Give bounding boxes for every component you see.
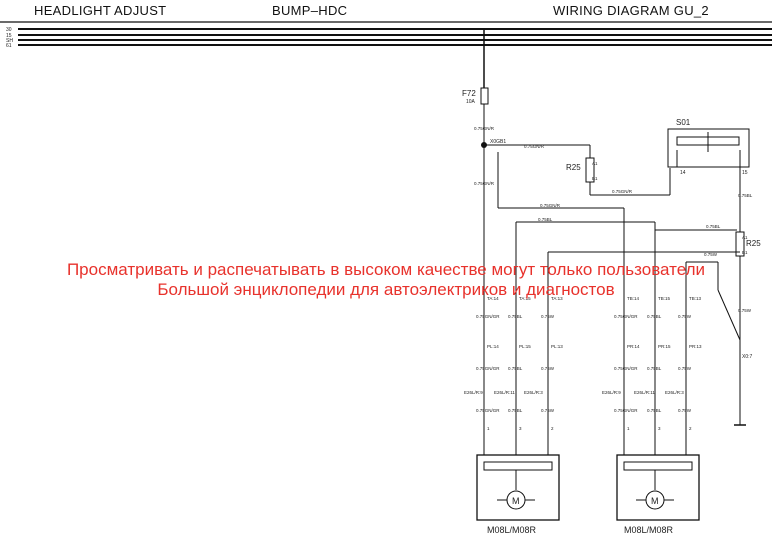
left-motor-letter: M (512, 496, 520, 506)
left-conn-mid-2: PL:15 (519, 344, 531, 349)
resistor-right-name: R25 (746, 239, 761, 248)
wire-label-w9: 0.75W (704, 252, 718, 257)
header-title-right: WIRING DIAGRAM GU_2 (553, 3, 709, 18)
wire-label-w10: 0.75W (738, 308, 752, 313)
right-wire-a-1: 0.75GN/GR (614, 314, 638, 319)
left-conn-top-2: TA:15 (519, 296, 531, 301)
resistor-left-pin-top: A1 (592, 161, 598, 166)
right-conn-mid-2: PR:15 (658, 344, 671, 349)
left-conn-mid-1: PL:14 (487, 344, 499, 349)
wire-label-w2: 0.75GN/R (524, 144, 545, 149)
right-pin-3: 2 (689, 426, 692, 431)
left-wire-c-1: 0.75GN/GR (476, 408, 500, 413)
left-pin-2: 3 (519, 426, 522, 431)
left-conn-bot-3: E26L/R:3 (524, 390, 543, 395)
wire-label-w7: 0.75BL (706, 224, 721, 229)
bus-label-30: 30 (6, 27, 12, 33)
right-wire-b-1: 0.75GN/GR (614, 366, 638, 371)
left-wire-b-2: 0.75BL (508, 366, 523, 371)
right-conn-bot-2: E26L/R:11 (634, 390, 655, 395)
resistor-right-pin-bottom: B1 (742, 250, 748, 255)
header-title-left: HEADLIGHT ADJUST (34, 3, 167, 18)
fuse-name: F72 (462, 89, 476, 98)
left-pin-3: 2 (551, 426, 554, 431)
left-conn-top-1: TA:14 (487, 296, 499, 301)
left-conn-top-3: TA:13 (551, 296, 563, 301)
left-wire-b-3: 0.75W (541, 366, 555, 371)
bus-label-15: 15 (6, 33, 12, 39)
left-conn-mid-3: PL:13 (551, 344, 563, 349)
left-motor-pot (483, 461, 553, 471)
left-wire-a-3: 0.75W (541, 314, 555, 319)
left-wire-c-3: 0.75W (541, 408, 555, 413)
right-motor-letter: M (651, 496, 659, 506)
right-conn-top-3: TB:13 (689, 296, 702, 301)
right-conn-mid-3: PR:13 (689, 344, 702, 349)
right-conn-bot-1: E26L/R:9 (602, 390, 621, 395)
wire-w-to-ground (717, 289, 741, 341)
switch-name: S01 (676, 118, 691, 127)
right-wire-a-3: 0.75W (678, 314, 692, 319)
bus-label-sh: SH (6, 38, 13, 44)
wire-label-w8: 0.75BL (738, 193, 753, 198)
left-wire-a-2: 0.75BL (508, 314, 523, 319)
right-wire-c-3: 0.75W (678, 408, 692, 413)
splice-name: X0GB1 (490, 139, 506, 145)
ground-label: X0:7 (742, 354, 753, 360)
right-motor-pot (623, 461, 693, 471)
left-wire-b-1: 0.75GN/GR (476, 366, 500, 371)
fuse-symbol (480, 87, 489, 105)
switch-pin-right: 15 (742, 170, 748, 176)
wire-label-w4: 0.75GN/R (612, 189, 633, 194)
right-pin-1: 1 (627, 426, 630, 431)
right-wire-b-3: 0.75W (678, 366, 692, 371)
switch-pin-left: 14 (680, 170, 686, 176)
right-conn-mid-1: PR:14 (627, 344, 640, 349)
left-pin-1: 1 (487, 426, 490, 431)
right-conn-top-2: TB:15 (658, 296, 671, 301)
wire-label-w3: 0.75GN/R (474, 181, 495, 186)
right-motor-name: M08L/M08R (624, 525, 674, 535)
right-wire-b-2: 0.75BL (647, 366, 662, 371)
left-motor-name: M08L/M08R (487, 525, 537, 535)
right-wire-c-1: 0.75GN/GR (614, 408, 638, 413)
right-conn-bot-3: E26L/R:3 (665, 390, 684, 395)
fuse-rating: 10A (466, 99, 476, 105)
wire-label-w6: 0.75BL (538, 217, 553, 222)
left-wire-a-1: 0.75GN/GR (476, 314, 500, 319)
right-wire-c-2: 0.75BL (647, 408, 662, 413)
resistor-left-pin-bottom: B1 (592, 176, 598, 181)
splice-node (481, 142, 487, 148)
resistor-right-pin-top: A1 (742, 235, 748, 240)
resistor-left-name: R25 (566, 163, 581, 172)
left-wire-c-2: 0.75BL (508, 408, 523, 413)
right-conn-top-1: TB:14 (627, 296, 640, 301)
left-conn-bot-2: E26L/R:11 (494, 390, 515, 395)
wire-label-w1: 0.75GN/R (474, 126, 495, 131)
right-wire-a-2: 0.75BL (647, 314, 662, 319)
left-conn-bot-1: E26L/R:9 (464, 390, 483, 395)
wire-label-w5: 0.75GN/R (540, 203, 561, 208)
right-pin-2: 3 (658, 426, 661, 431)
bus-label-61: 61 (6, 43, 12, 49)
header-title-center: BUMP–HDC (272, 3, 348, 18)
